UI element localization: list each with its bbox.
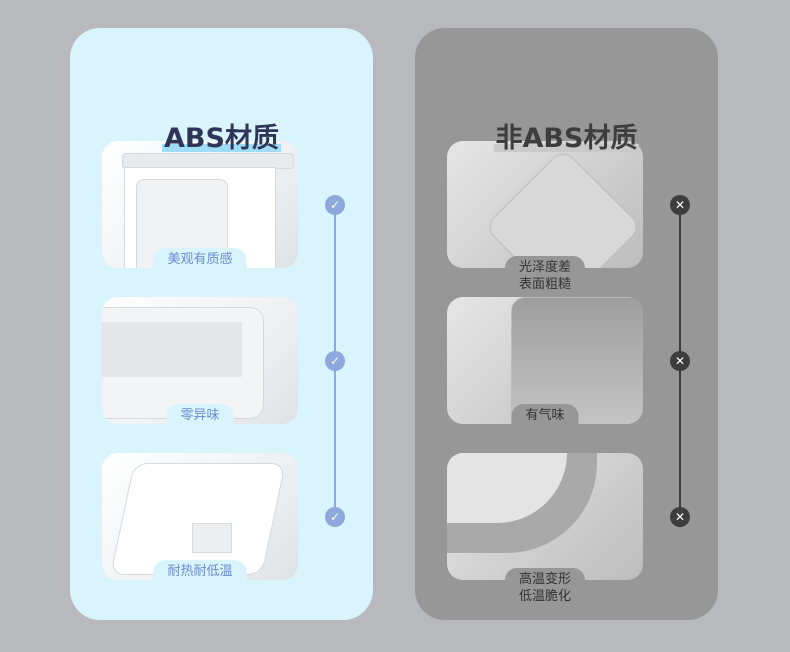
deformed-material-image xyxy=(447,453,643,580)
non-abs-card: 非ABS材质 光泽度差表面粗糙 ✕ 有气味 ✕ 高温变形低温脆化 ✕ xyxy=(415,28,718,620)
check-icon: ✓ xyxy=(325,351,345,371)
feature-label: 光泽度差表面粗糙 xyxy=(504,256,586,296)
fridge-interior-image: 零异味 xyxy=(102,297,298,424)
abs-title: ABS材质 xyxy=(164,123,279,154)
x-icon: ✕ xyxy=(670,351,690,371)
feature-label: 美观有质感 xyxy=(153,248,247,268)
feature-label: 零异味 xyxy=(166,404,234,424)
non-abs-title: 非ABS材质 xyxy=(495,123,638,154)
fridge-back-image: 耐热耐低温 xyxy=(102,453,298,580)
x-icon: ✕ xyxy=(670,507,690,527)
x-icon: ✕ xyxy=(670,195,690,215)
feature-label: 高温变形低温脆化 xyxy=(504,568,586,608)
fridge-front-image: 美观有质感 xyxy=(102,141,298,268)
check-icon: ✓ xyxy=(325,195,345,215)
rough-surface-image xyxy=(447,141,643,268)
feature-label: 有气味 xyxy=(511,404,579,424)
abs-card: ABS材质 美观有质感 ✓ 零异味 ✓ 耐热耐低温 ✓ xyxy=(70,28,373,620)
odor-material-image: 有气味 xyxy=(447,297,643,424)
feature-label: 耐热耐低温 xyxy=(153,560,247,580)
check-icon: ✓ xyxy=(325,507,345,527)
